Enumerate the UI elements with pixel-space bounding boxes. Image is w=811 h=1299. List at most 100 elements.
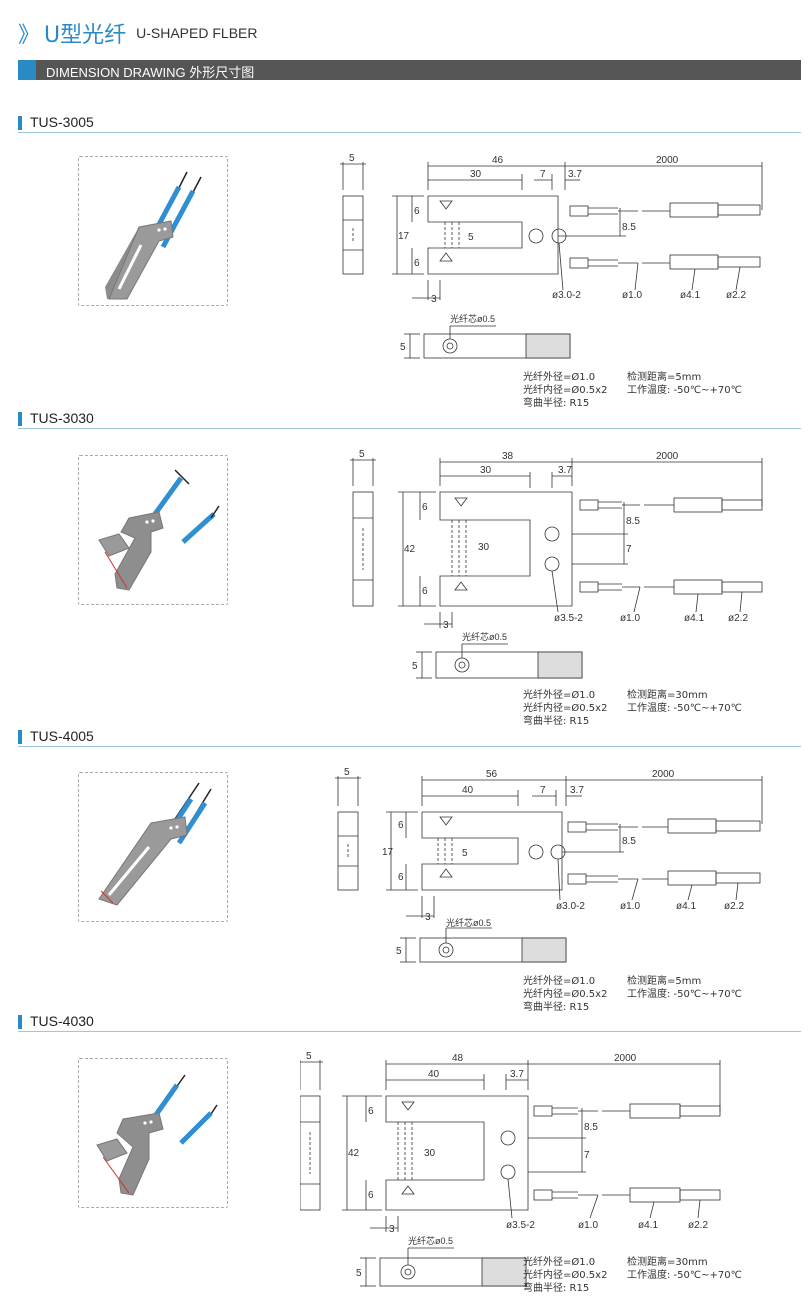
section-tus-4005: TUS-4005	[18, 728, 801, 747]
dim-hole-pitch: 8.5	[626, 516, 640, 527]
spec-detect-distance: 检测距离=30mm	[627, 690, 708, 701]
dim-hole-gap: 7	[584, 1150, 590, 1161]
spec-block: 光纤外径=Ø1.0 光纤内径=Ø0.5x2 弯曲半径: R15 检测距离=30m…	[523, 689, 742, 728]
dim-arm-bottom: 6	[414, 258, 420, 269]
spec-bend-radius: 弯曲半径: R15	[523, 716, 590, 727]
dim-tip: 3.7	[570, 785, 584, 796]
page-header: 》 U型光纤 U-SHAPED FLBER	[18, 18, 257, 48]
dim-hole-gap: 7	[626, 544, 632, 555]
dimension-drawing: 5 46 30 7 3.7 2000 17 6 6 5 8.5 3 ø3.0-2…	[340, 153, 763, 359]
dim-core: 光纤芯ø0.5	[408, 1235, 453, 1246]
banner-accent	[18, 60, 36, 80]
spec-block: 光纤外径=Ø1.0 光纤内径=Ø0.5x2 弯曲半径: R15 检测距离=5mm…	[523, 975, 742, 1014]
section-tus-3005: TUS-3005	[18, 114, 801, 133]
dim-total-length: 46	[492, 155, 504, 166]
dim-tip-diameter: ø2.2	[728, 613, 748, 624]
spec-temperature: 工作温度: -50℃~+70℃	[627, 385, 742, 396]
spec-temperature: 工作温度: -50℃~+70℃	[627, 1270, 742, 1281]
dim-sleeve-diameter: ø4.1	[638, 1220, 658, 1231]
spec-outer-diameter: 光纤外径=Ø1.0	[523, 1257, 596, 1268]
dim-gap: 7	[540, 785, 546, 796]
dim-fiber-diameter: ø1.0	[622, 290, 642, 301]
dim-cable-length: 2000	[656, 155, 679, 166]
dim-slot: 5	[462, 848, 468, 859]
banner-label: DIMENSION DRAWING 外形尺寸图	[46, 65, 255, 80]
dim-tip: 3.7	[510, 1069, 524, 1080]
dim-tip-diameter: ø2.2	[688, 1220, 708, 1231]
dim-body-length: 30	[480, 465, 492, 476]
section-header: TUS-4030	[18, 1013, 801, 1032]
dim-sleeve-diameter: ø4.1	[676, 901, 696, 912]
dim-sleeve-diameter: ø4.1	[684, 613, 704, 624]
section-title: TUS-4005	[30, 728, 94, 744]
dim-body-length: 40	[428, 1069, 440, 1080]
section-header: TUS-4005	[18, 728, 801, 747]
product-photo	[78, 772, 228, 922]
dim-core: 光纤芯ø0.5	[462, 631, 507, 642]
dim-height: 42	[348, 1148, 360, 1159]
sensor-photo-icon	[98, 469, 220, 591]
dim-arm-bottom: 6	[422, 586, 428, 597]
dim-arm-bottom: 6	[368, 1190, 374, 1201]
dim-arm-top: 6	[422, 502, 428, 513]
dim-hole-diameter: ø3.5-2	[554, 613, 583, 624]
spec-block: 光纤外径=Ø1.0 光纤内径=Ø0.5x2 弯曲半径: R15 检测距离=30m…	[523, 1256, 742, 1295]
dim-offset: 3	[389, 1224, 395, 1235]
dim-fiber-diameter: ø1.0	[620, 901, 640, 912]
dim-hole-diameter: ø3.5-2	[506, 1220, 535, 1231]
dim-slot: 5	[468, 232, 474, 243]
dim-cable-length: 2000	[614, 1053, 637, 1064]
dim-sleeve-diameter: ø4.1	[680, 290, 700, 301]
page-subtitle: U-SHAPED FLBER	[136, 25, 258, 41]
dimension-drawing: 5 56 40 7 3.7 2000 17 6 6 5 8.5 3 ø3.0-2…	[335, 767, 763, 963]
product-photo	[78, 156, 228, 306]
spec-bend-radius: 弯曲半径: R15	[523, 1283, 590, 1294]
dim-tip: 3.7	[558, 465, 572, 476]
dim-body-length: 40	[462, 785, 474, 796]
section-title: TUS-3030	[30, 410, 94, 426]
dim-offset: 3	[431, 294, 437, 305]
spec-outer-diameter: 光纤外径=Ø1.0	[523, 976, 596, 987]
section-header: TUS-3005	[18, 114, 801, 133]
dim-side-width: 5	[306, 1051, 312, 1062]
spec-inner-diameter: 光纤内径=Ø0.5x2	[523, 989, 608, 1000]
dim-total-length: 56	[486, 769, 498, 780]
product-photo	[78, 455, 228, 605]
spec-temperature: 工作温度: -50℃~+70℃	[627, 703, 742, 714]
spec-detect-distance: 检测距离=5mm	[627, 976, 702, 987]
dim-offset: 3	[425, 912, 431, 923]
dim-side-width: 5	[349, 153, 355, 164]
spec-temperature: 工作温度: -50℃~+70℃	[627, 989, 742, 1000]
dim-total-length: 48	[452, 1053, 464, 1064]
spec-inner-diameter: 光纤内径=Ø0.5x2	[523, 703, 608, 714]
dim-total-length: 38	[502, 451, 514, 462]
dim-arm-top: 6	[368, 1106, 374, 1117]
section-tus-3030: TUS-3030	[18, 410, 801, 429]
section-header: TUS-3030	[18, 410, 801, 429]
dim-hole-diameter: ø3.0-2	[556, 901, 585, 912]
spec-inner-diameter: 光纤内径=Ø0.5x2	[523, 385, 608, 396]
spec-outer-diameter: 光纤外径=Ø1.0	[523, 690, 596, 701]
dim-slot: 30	[424, 1148, 436, 1159]
spec-detect-distance: 检测距离=30mm	[627, 1257, 708, 1268]
dim-hole-pitch: 8.5	[622, 836, 636, 847]
section-title: TUS-3005	[30, 114, 94, 130]
dim-bottom-height: 5	[400, 342, 406, 353]
section-tus-4030: TUS-4030	[18, 1013, 801, 1032]
dim-core: 光纤芯ø0.5	[446, 917, 491, 928]
dim-fiber-diameter: ø1.0	[578, 1220, 598, 1231]
sensor-photo-icon	[105, 171, 202, 300]
dim-slot: 30	[478, 542, 490, 553]
spec-bend-radius: 弯曲半径: R15	[523, 1002, 590, 1013]
spec-outer-diameter: 光纤外径=Ø1.0	[523, 372, 596, 383]
product-photo	[78, 1058, 228, 1208]
spec-bend-radius: 弯曲半径: R15	[523, 398, 590, 409]
dim-side-width: 5	[359, 449, 365, 460]
dim-tip: 3.7	[568, 169, 582, 180]
dim-cable-length: 2000	[656, 451, 679, 462]
dim-arm-top: 6	[398, 820, 404, 831]
dim-bottom-height: 5	[412, 661, 418, 672]
spec-block: 光纤外径=Ø1.0 光纤内径=Ø0.5x2 弯曲半径: R15 检测距离=5mm…	[523, 371, 742, 410]
sensor-photo-icon	[96, 1074, 218, 1196]
dim-arm-top: 6	[414, 206, 420, 217]
